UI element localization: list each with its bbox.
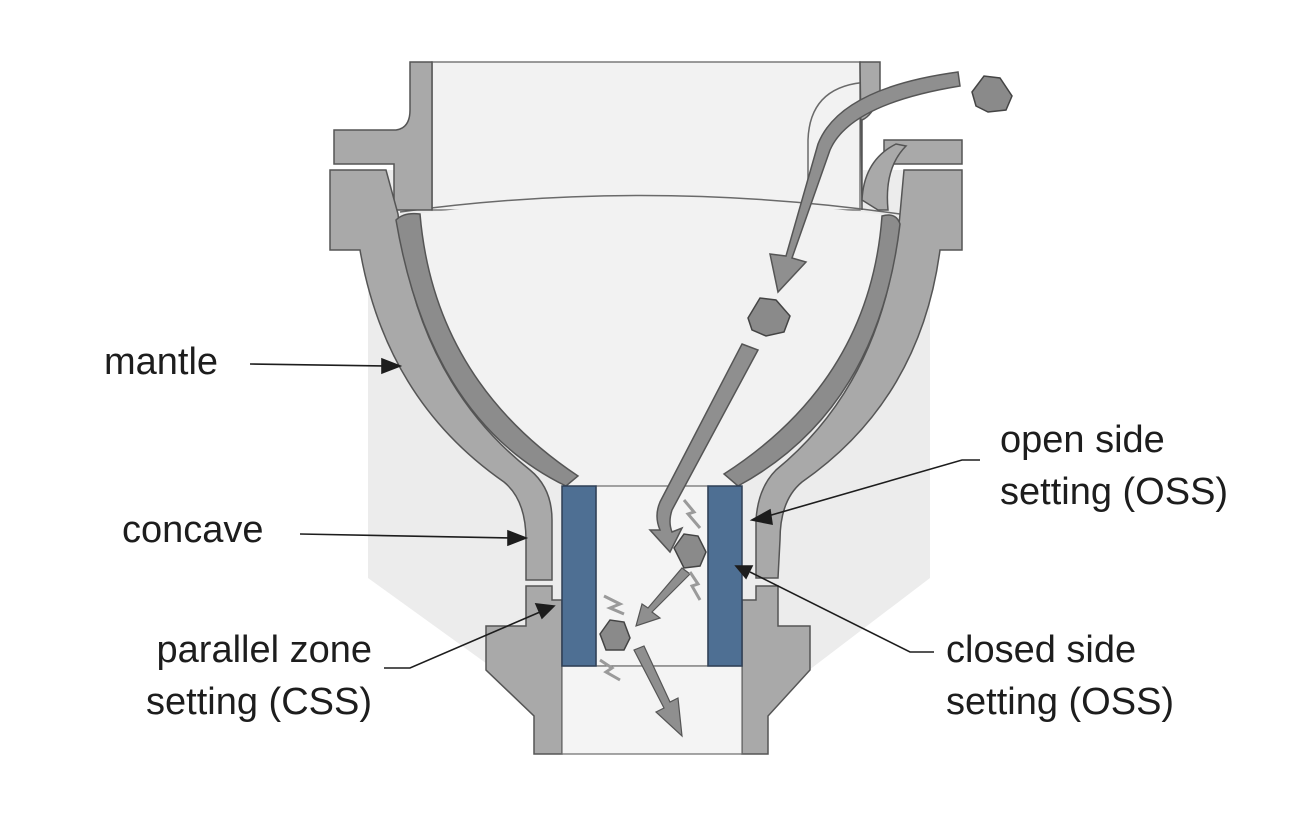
leader-concave-head <box>507 529 529 547</box>
label-open-side-line1: open side <box>1000 419 1165 461</box>
label-mantle-text: mantle <box>104 341 219 383</box>
leader-closed-side-head <box>734 565 754 580</box>
leader-concave <box>299 533 513 539</box>
right-liner <box>722 214 901 487</box>
feed-hopper <box>431 61 861 211</box>
left-liner <box>395 212 580 487</box>
leader-closed-side <box>749 571 934 653</box>
spark-1 <box>682 499 702 529</box>
spark-3 <box>603 594 625 616</box>
rock-crushed <box>599 619 631 651</box>
discharge-arrow <box>633 645 683 738</box>
leader-mantle-head <box>381 357 403 375</box>
label-closed-side-line2: setting (OSS) <box>946 681 1175 723</box>
label-parallel-zone-line2: setting (CSS) <box>146 681 372 723</box>
right-outer-casing <box>755 169 963 579</box>
left-parallel-plate <box>561 485 597 667</box>
label-parallel-zone-line1: parallel zone <box>156 629 372 671</box>
crush-arrow-1 <box>635 567 691 627</box>
label-open-side: open side setting (OSS) <box>1000 414 1228 518</box>
rock-feed <box>971 75 1013 113</box>
right-upper-insert <box>861 143 908 211</box>
feed-arrow <box>769 71 961 294</box>
leader-parallel <box>384 611 541 669</box>
label-parallel-zone: parallel zone setting (CSS) <box>88 624 372 728</box>
label-concave: concave <box>122 504 264 556</box>
chute-arrow <box>648 343 760 554</box>
label-open-side-line2: setting (OSS) <box>1000 471 1229 513</box>
right-bottom-flange <box>741 585 811 755</box>
hopper-rim-curve <box>399 194 901 215</box>
label-mantle: mantle <box>104 336 218 388</box>
leader-mantle <box>249 363 387 367</box>
right-parallel-plate <box>707 485 743 667</box>
label-closed-side-line1: closed side <box>946 629 1137 671</box>
rock-falling <box>747 297 791 337</box>
rock-crushing <box>673 533 707 569</box>
leader-open-side <box>767 459 980 517</box>
crushing-chamber <box>408 199 886 486</box>
label-concave-text: concave <box>122 509 264 551</box>
spark-4 <box>599 658 621 682</box>
label-closed-side: closed side setting (OSS) <box>946 624 1174 728</box>
leader-open-side-head <box>749 508 773 526</box>
spark-2 <box>688 571 702 601</box>
leader-parallel-head <box>534 603 556 620</box>
left-bottom-flange <box>485 585 563 755</box>
